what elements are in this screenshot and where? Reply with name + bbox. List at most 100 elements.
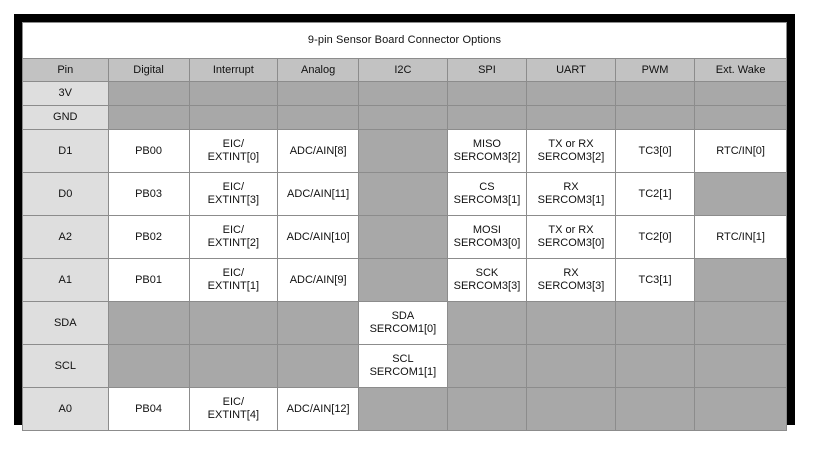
- cell-spi: [446, 301, 528, 345]
- table-title-row: 9-pin Sensor Board Connector Options: [22, 22, 787, 59]
- cell-line-2: SERCOM1[1]: [369, 366, 437, 378]
- cell-i2c: [358, 387, 448, 431]
- cell-interrupt: [188, 81, 279, 106]
- column-header-spi[interactable]: SPI: [446, 58, 528, 82]
- cell-i2c: [358, 105, 448, 130]
- cell-line-2: EXTINT[3]: [207, 194, 259, 206]
- cell-line-2: SERCOM1[0]: [369, 323, 437, 335]
- cell-line-2: EXTINT[1]: [207, 280, 259, 292]
- pin-label: A0: [22, 387, 109, 431]
- cell-uart: [526, 81, 616, 106]
- column-header-digital[interactable]: Digital: [107, 58, 190, 82]
- cell-pwm: [614, 301, 696, 345]
- page-title: 9-pin Sensor Board Connector Options: [22, 22, 787, 59]
- cell-pwm: TC2[0]: [614, 215, 696, 259]
- cell-spi: [446, 81, 528, 106]
- cell-i2c: SDA SERCOM1[0]: [358, 301, 448, 345]
- cell-spi: [446, 344, 528, 388]
- cell-ext-wake: [694, 344, 787, 388]
- cell-line-1: SDA: [391, 310, 415, 323]
- cell-digital: [107, 301, 190, 345]
- cell-spi: MOSI SERCOM3[0]: [446, 215, 528, 259]
- table-row: A0 PB04 EIC/ EXTINT[4] ADC/AIN[12]: [22, 387, 787, 431]
- cell-uart: TX or RX SERCOM3[2]: [526, 129, 616, 173]
- cell-line-1: TX or RX: [548, 224, 594, 237]
- table-frame: 9-pin Sensor Board Connector Options Pin…: [14, 14, 795, 431]
- table-row: A1 PB01 EIC/ EXTINT[1] ADC/AIN[9] SCK SE…: [22, 258, 787, 302]
- cell-line-1: RX: [563, 267, 579, 280]
- cell-uart: [526, 344, 616, 388]
- cell-ext-wake: RTC/IN[1]: [694, 215, 787, 259]
- cell-line-1: CS: [479, 181, 495, 194]
- cell-pwm: [614, 81, 696, 106]
- cell-i2c: SCL SERCOM1[1]: [358, 344, 448, 388]
- column-header-i2c[interactable]: I2C: [358, 58, 448, 82]
- cell-line-1: MOSI: [472, 224, 501, 237]
- cell-interrupt: EIC/ EXTINT[1]: [188, 258, 279, 302]
- cell-analog: [277, 81, 360, 106]
- table-row: A2 PB02 EIC/ EXTINT[2] ADC/AIN[10] MOSI …: [22, 215, 787, 259]
- cell-line-2: SERCOM3[1]: [537, 194, 605, 206]
- pin-label: A2: [22, 215, 109, 259]
- pin-label: SCL: [22, 344, 109, 388]
- cell-ext-wake: [694, 172, 787, 216]
- pin-label: D1: [22, 129, 109, 173]
- cell-line-1: EIC/: [222, 138, 245, 151]
- cell-uart: [526, 105, 616, 130]
- cell-digital: PB04: [107, 387, 190, 431]
- cell-pwm: [614, 344, 696, 388]
- cell-i2c: [358, 258, 448, 302]
- cell-interrupt: [188, 105, 279, 130]
- column-header-ext-wake[interactable]: Ext. Wake: [694, 58, 787, 82]
- cell-line-2: EXTINT[0]: [207, 151, 259, 163]
- cell-analog: ADC/AIN[8]: [277, 129, 360, 173]
- table-row: SCL SCL SERCOM1[1]: [22, 344, 787, 388]
- column-header-uart[interactable]: UART: [526, 58, 616, 82]
- table-row: GND: [22, 105, 787, 130]
- cell-line-2: EXTINT[4]: [207, 409, 259, 421]
- cell-line-1: EIC/: [222, 224, 245, 237]
- column-header-pwm[interactable]: PWM: [614, 58, 696, 82]
- cell-line-2: SERCOM3[2]: [453, 151, 521, 163]
- cell-ext-wake: [694, 301, 787, 345]
- cell-analog: ADC/AIN[9]: [277, 258, 360, 302]
- column-header-pin[interactable]: Pin: [22, 58, 109, 82]
- table-row: D0 PB03 EIC/ EXTINT[3] ADC/AIN[11] CS SE…: [22, 172, 787, 216]
- cell-spi: CS SERCOM3[1]: [446, 172, 528, 216]
- cell-i2c: [358, 215, 448, 259]
- cell-interrupt: EIC/ EXTINT[4]: [188, 387, 279, 431]
- cell-line-1: RX: [563, 181, 579, 194]
- cell-i2c: [358, 81, 448, 106]
- cell-i2c: [358, 129, 448, 173]
- table-row: SDA SDA SERCOM1[0]: [22, 301, 787, 345]
- pin-label: D0: [22, 172, 109, 216]
- cell-line-1: EIC/: [222, 267, 245, 280]
- cell-line-1: TX or RX: [548, 138, 594, 151]
- cell-ext-wake: [694, 81, 787, 106]
- cell-digital: PB00: [107, 129, 190, 173]
- cell-line-1: EIC/: [222, 396, 245, 409]
- cell-line-2: SERCOM3[1]: [453, 194, 521, 206]
- cell-spi: [446, 387, 528, 431]
- pin-label: 3V: [22, 81, 109, 106]
- pin-mapping-table: 9-pin Sensor Board Connector Options Pin…: [22, 22, 787, 431]
- column-header-interrupt[interactable]: Interrupt: [188, 58, 279, 82]
- cell-interrupt: [188, 344, 279, 388]
- cell-uart: RX SERCOM3[1]: [526, 172, 616, 216]
- cell-uart: RX SERCOM3[3]: [526, 258, 616, 302]
- cell-analog: ADC/AIN[12]: [277, 387, 360, 431]
- cell-digital: PB01: [107, 258, 190, 302]
- cell-line-2: SERCOM3[3]: [537, 280, 605, 292]
- table-row: 3V: [22, 81, 787, 106]
- table-body: 3V GND: [22, 81, 787, 431]
- cell-interrupt: [188, 301, 279, 345]
- cell-interrupt: EIC/ EXTINT[0]: [188, 129, 279, 173]
- cell-digital: [107, 81, 190, 106]
- cell-line-1: MISO: [472, 138, 501, 151]
- cell-spi: SCK SERCOM3[3]: [446, 258, 528, 302]
- column-header-analog[interactable]: Analog: [277, 58, 360, 82]
- cell-pwm: TC3[1]: [614, 258, 696, 302]
- cell-uart: [526, 301, 616, 345]
- cell-spi: [446, 105, 528, 130]
- cell-digital: PB02: [107, 215, 190, 259]
